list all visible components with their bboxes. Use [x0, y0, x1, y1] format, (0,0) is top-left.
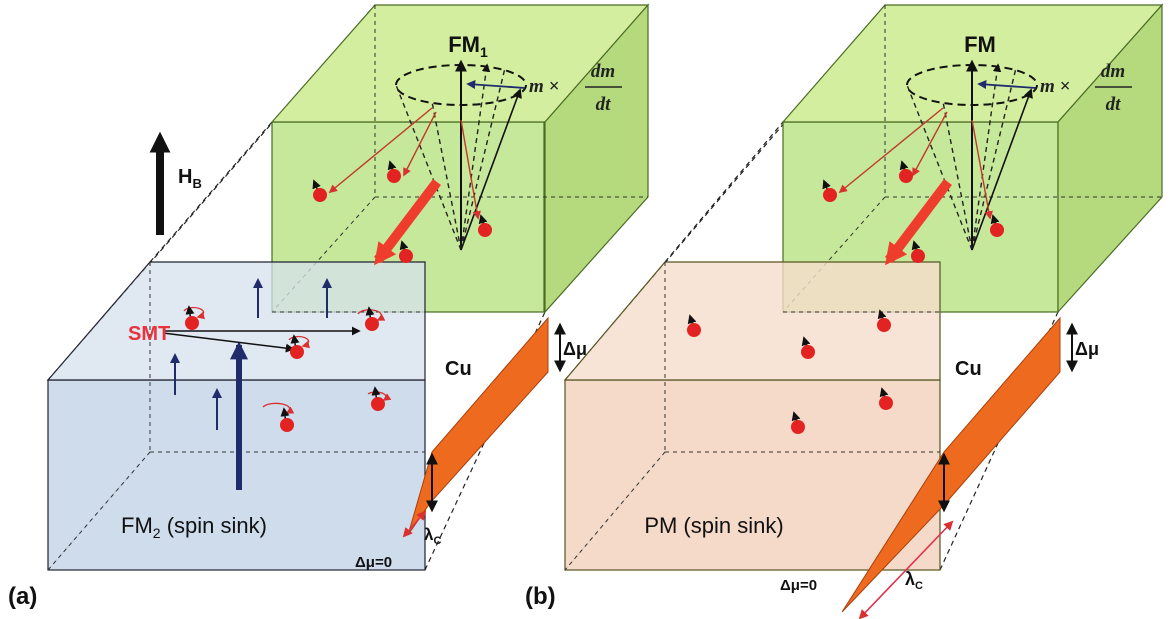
smt-arrows — [162, 326, 361, 353]
spin-electrons-fm1 — [312, 160, 492, 263]
panel-b-tag: (b) — [525, 583, 556, 610]
panel-a: FM1 m × dm dt HB SMT Cu Δμ λC Δμ=0 FM2 (… — [8, 3, 650, 610]
delta-mu-zero-label-a: Δμ=0 — [355, 554, 392, 571]
spin-accumulation-profile-a — [402, 316, 566, 538]
cu-label-a: Cu — [445, 358, 472, 380]
fm1-label: FM1 — [448, 32, 488, 60]
delta-mu-label-b: Δμ — [1075, 339, 1099, 359]
fm-label: FM — [964, 32, 996, 57]
cu-label-b: Cu — [955, 358, 982, 380]
fm2-moments — [170, 278, 332, 490]
precession-cone-a — [328, 59, 527, 251]
torque-term-a: m × — [529, 76, 559, 97]
torque-numerator-b: dm — [1101, 61, 1125, 82]
precession-cone-b — [838, 59, 1038, 251]
panel-a-tag: (a) — [8, 583, 37, 610]
fm2-label: FM2 (spin sink) — [121, 513, 267, 541]
spin-current-arrow-a — [374, 178, 441, 266]
panel-b: FM m × dm dt Cu Δμ λC Δμ=0 PM (spin sink… — [525, 3, 1164, 619]
delta-mu-label-a: Δμ — [563, 339, 587, 359]
spin-accumulation-profile-b — [841, 316, 1078, 619]
pm-label: PM (spin sink) — [644, 513, 783, 538]
spin-current-arrow-b — [885, 178, 952, 266]
lambda-label-b: λC — [905, 569, 923, 592]
spin-electrons-pm — [687, 309, 893, 434]
lambda-label-a: λC — [424, 525, 441, 547]
torque-denominator-b: dt — [1106, 94, 1122, 115]
torque-numerator-a: dm — [591, 61, 615, 82]
spin-electrons-fm2 — [183, 305, 392, 432]
field-label: HB — [178, 166, 202, 191]
torque-term-b: m × — [1040, 76, 1070, 97]
smt-label: SMT — [128, 323, 170, 345]
delta-mu-zero-label-b: Δμ=0 — [780, 577, 817, 594]
spin-electrons-fm — [822, 160, 1004, 263]
torque-denominator-a: dt — [596, 94, 612, 115]
